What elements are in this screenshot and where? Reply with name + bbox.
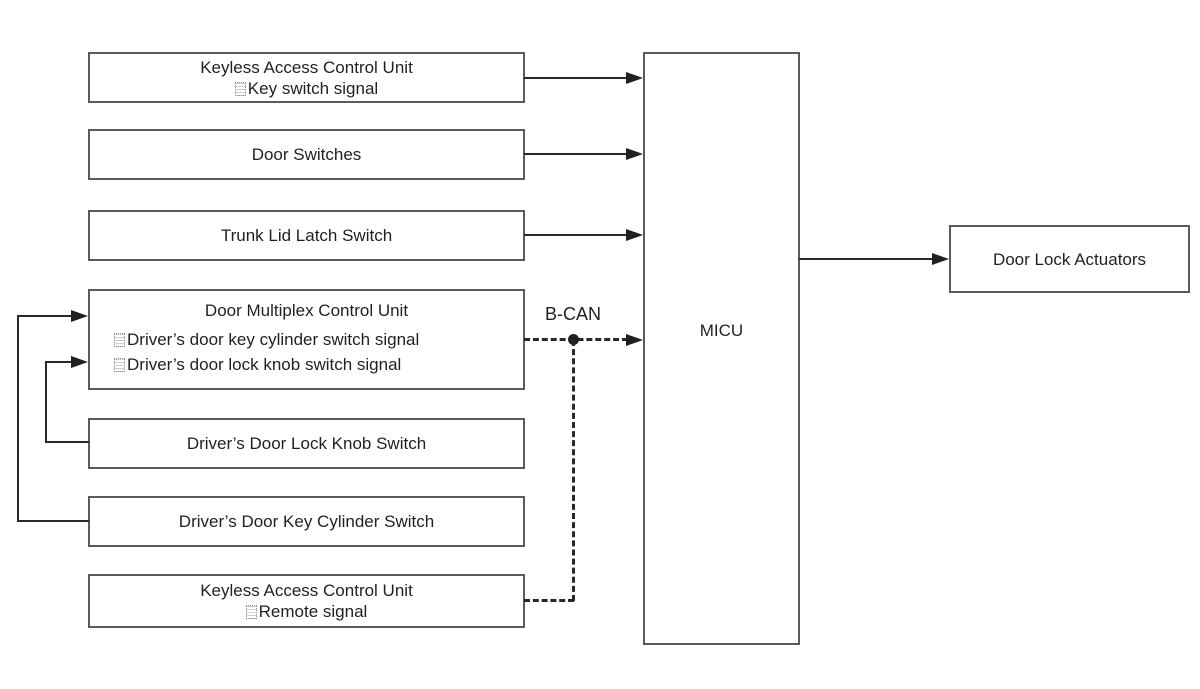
box-label: Driver’s Door Key Cylinder Switch — [178, 512, 435, 531]
dashed-connector-keyless-remote-to-bus — [524, 599, 574, 602]
box-door-switches: Door Switches — [88, 129, 525, 180]
missing-glyph-icon — [245, 605, 257, 619]
box-label: Driver’s Door Lock Knob Switch — [186, 434, 427, 453]
box-door-lock-actuators: Door Lock Actuators — [949, 225, 1190, 293]
connector-door-switches-to-micu — [524, 153, 628, 155]
missing-glyph-icon — [114, 333, 125, 347]
arrowhead-icon — [626, 334, 643, 346]
connector-lock-knob-loop-vertical — [45, 361, 47, 443]
box-trunk-lid-latch-switch: Trunk Lid Latch Switch — [88, 210, 525, 261]
arrowhead-icon — [626, 72, 643, 84]
arrowhead-icon — [71, 356, 88, 368]
arrowhead-icon — [71, 310, 88, 322]
box-label: Door Switches — [251, 145, 362, 164]
box-keyless-access-remote: Keyless Access Control Unit Remote signa… — [88, 574, 525, 628]
missing-glyph-icon — [234, 81, 246, 96]
arrowhead-icon — [626, 148, 643, 160]
box-line-1: Keyless Access Control Unit — [200, 581, 413, 600]
bus-label-b-can: B-CAN — [544, 304, 601, 324]
box-drivers-door-key-cylinder-switch: Driver’s Door Key Cylinder Switch — [88, 496, 525, 547]
dashed-connector-bus-vertical — [572, 340, 575, 601]
box-line-2: Remote signal — [90, 601, 523, 622]
box-door-multiplex-control-unit: Door Multiplex Control Unit Driver’s doo… — [88, 289, 525, 390]
connector-lock-knob-loop-top — [45, 361, 74, 363]
connector-lock-knob-loop-bottom — [45, 441, 89, 443]
box-label: MICU — [699, 321, 744, 340]
box-keyless-access-key-switch: Keyless Access Control Unit Key switch s… — [88, 52, 525, 103]
connector-key-cylinder-loop-bottom — [17, 520, 89, 522]
box-item-1: Driver’s door key cylinder switch signal — [90, 327, 523, 352]
box-item-2: Driver’s door lock knob switch signal — [90, 352, 523, 377]
connector-trunk-lid-to-micu — [524, 234, 628, 236]
box-micu: MICU — [643, 52, 800, 645]
box-label: Trunk Lid Latch Switch — [220, 226, 393, 245]
arrowhead-icon — [626, 229, 643, 241]
bus-junction-dot — [568, 334, 579, 345]
missing-glyph-icon — [114, 358, 125, 372]
box-line-2: Key switch signal — [90, 78, 523, 99]
connector-key-cylinder-loop-top — [17, 315, 74, 317]
connector-key-cylinder-loop-vertical — [17, 315, 19, 522]
connector-micu-to-actuators — [799, 258, 934, 260]
box-label: Door Lock Actuators — [992, 249, 1147, 269]
arrowhead-icon — [932, 253, 949, 265]
box-line-1: Keyless Access Control Unit — [200, 57, 413, 77]
box-title: Door Multiplex Control Unit — [204, 301, 409, 320]
connector-keyless-key-to-micu — [524, 77, 628, 79]
box-drivers-door-lock-knob-switch: Driver’s Door Lock Knob Switch — [88, 418, 525, 469]
